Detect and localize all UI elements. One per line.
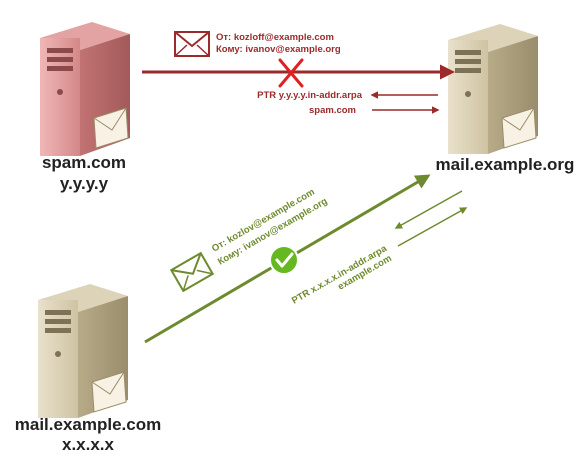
spam-server-ip: y.y.y.y	[60, 174, 109, 193]
envelope-icon	[93, 107, 129, 149]
target-server-icon	[448, 24, 538, 154]
legit-server-icon	[38, 284, 128, 418]
legit-ptr-answer-arrow	[397, 207, 468, 247]
spam-ptr-answer: spam.com	[309, 105, 356, 116]
spam-server-name: spam.com	[42, 153, 126, 172]
spam-from-label: От: kozloff@example.com	[216, 32, 334, 43]
legit-server-ip: x.x.x.x	[62, 435, 115, 454]
legit-server-name: mail.example.com	[15, 415, 161, 434]
target-server-name: mail.example.org	[436, 155, 575, 174]
x-mark-icon	[278, 58, 304, 88]
spam-server-icon	[40, 22, 130, 156]
spam-ptr-query: PTR y.y.y.y.in-addr.arpa	[257, 90, 363, 101]
check-mark-icon	[269, 245, 299, 275]
legit-ptr-query: PTR x.x.x.x.in-addr.arpa	[290, 243, 389, 307]
envelope-icon	[501, 107, 537, 149]
legit-ptr-query-arrow	[394, 190, 463, 229]
envelope-icon	[91, 371, 127, 413]
spam-to-label: Кому: ivanov@example.org	[216, 44, 341, 55]
envelope-icon	[174, 31, 210, 57]
envelope-icon	[169, 251, 215, 293]
